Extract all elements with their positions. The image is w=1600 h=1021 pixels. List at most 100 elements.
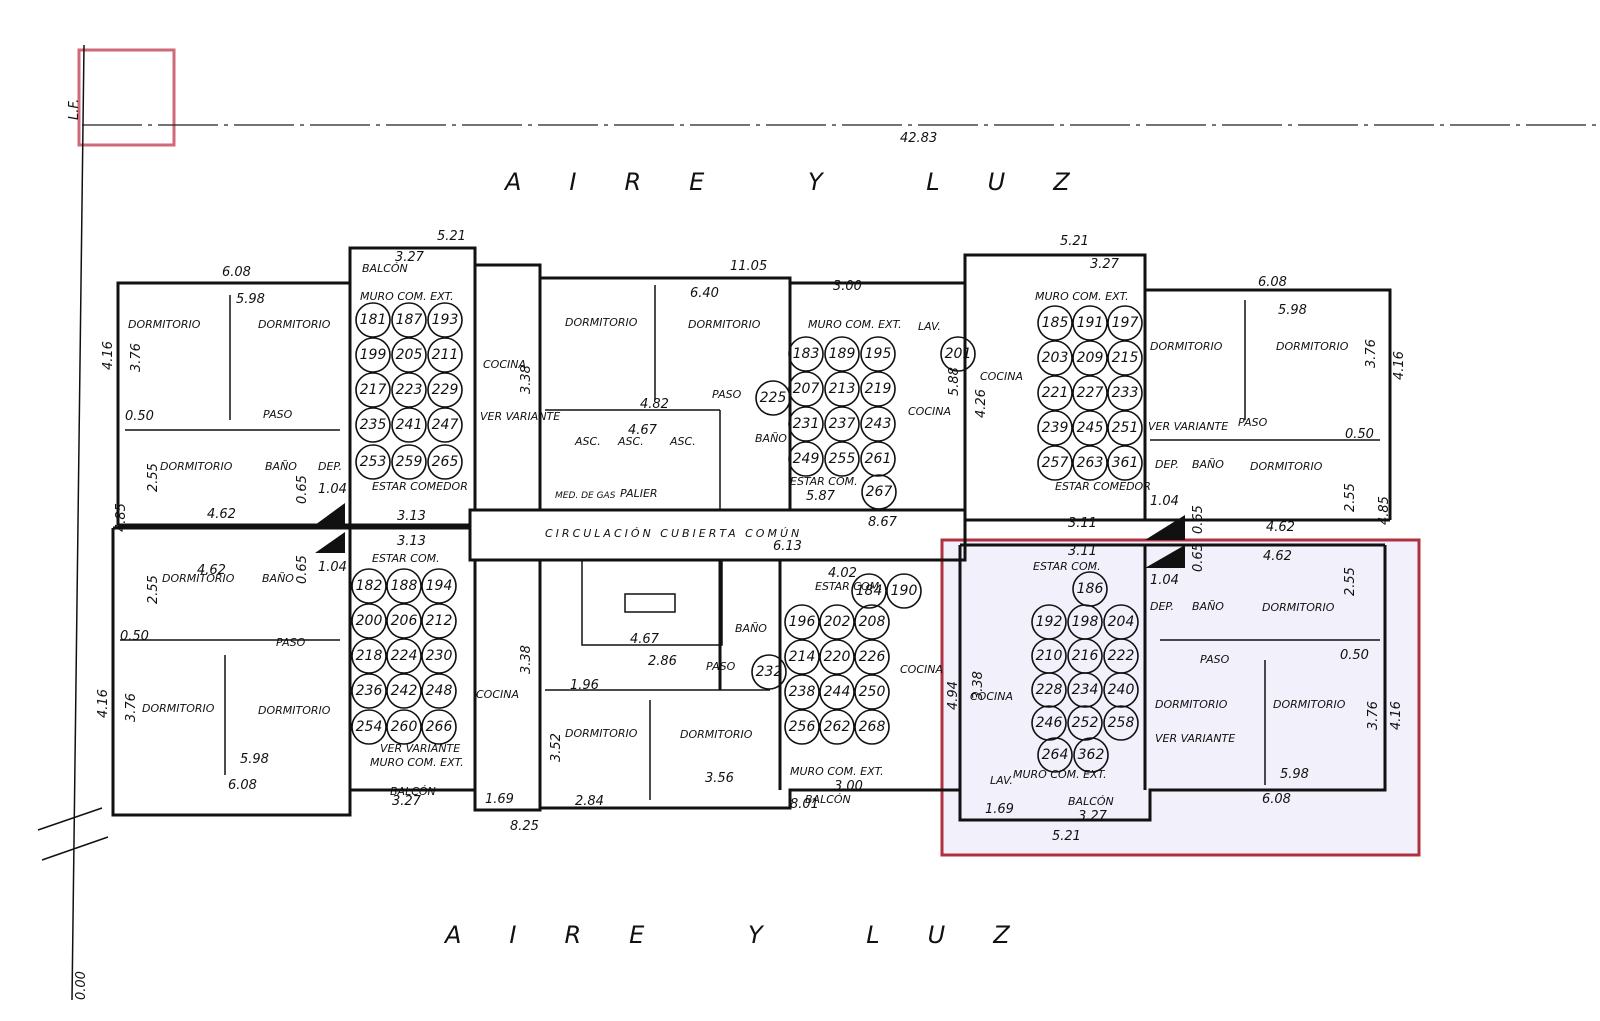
highlighted-unit-region[interactable]: [940, 538, 1421, 857]
unit-number: 235: [360, 417, 387, 433]
unit-circle: [751, 654, 787, 690]
unit-number: 265: [432, 454, 459, 470]
unit-circle: [355, 302, 391, 338]
unit-number: 187: [396, 312, 423, 328]
unit-number: 226: [859, 649, 886, 665]
dimension: 6.40: [690, 286, 719, 301]
room-label: VER VARIANTE: [480, 410, 560, 423]
room-label: COCINA: [476, 688, 519, 701]
unit-number: 236: [356, 683, 383, 699]
room-label: VER VARIANTE: [380, 742, 460, 755]
dimension: 3.56: [705, 771, 734, 786]
room-label: DORMITORIO: [1150, 340, 1223, 353]
room-label: DORMITORIO: [258, 704, 331, 717]
unit-number: 246: [1036, 715, 1063, 731]
room-label: BAÑO: [1192, 600, 1224, 613]
dimension: 3.38: [519, 645, 534, 674]
dimension: 8.01: [790, 797, 819, 812]
unit-circle: [355, 337, 391, 373]
unit-circle: [421, 638, 457, 674]
dimension: 4.62: [197, 563, 226, 578]
room-label: DEP.: [1150, 600, 1174, 613]
unit-circle: [386, 673, 422, 709]
room-label: DORMITORIO: [1276, 340, 1349, 353]
unit-number: 205: [396, 347, 423, 363]
unit-number: 229: [432, 382, 459, 398]
unit-circle: [427, 302, 463, 338]
unit-circle: [784, 709, 820, 745]
unit-number: 188: [391, 578, 418, 594]
dimension: 5.98: [1280, 767, 1309, 782]
dimension: 3.27: [1078, 809, 1108, 824]
room-label: DORMITORIO: [1155, 698, 1228, 711]
unit-circle: [788, 371, 824, 407]
unit-number: 209: [1077, 350, 1104, 366]
dimension: 3.52: [549, 733, 564, 762]
unit-number: 220: [824, 649, 851, 665]
top-aire-y-luz: AIRE Y LUZ: [503, 168, 1118, 196]
unit-number: 201: [945, 346, 972, 362]
unit-number: 216: [1072, 648, 1099, 664]
dimension: 3.13: [397, 509, 426, 524]
shaft-icon: [1145, 545, 1185, 568]
dimension: 6.08: [1258, 275, 1287, 290]
dimension: 8.67: [868, 515, 898, 530]
dimension: 3.11: [1068, 544, 1097, 559]
unit-number: 207: [793, 381, 820, 397]
walls: [111, 246, 1392, 822]
dimension: 2.55: [1343, 567, 1358, 596]
unit-circle: [851, 573, 887, 609]
dimension: 2.86: [648, 654, 677, 669]
unit-number: 195: [865, 346, 892, 362]
unit-number: 200: [356, 613, 383, 629]
unit-circle: [351, 709, 387, 745]
unit-circle: [391, 444, 427, 480]
unit-number: 243: [865, 416, 892, 432]
unit-number: 182: [356, 578, 383, 594]
dimension: 4.26: [974, 389, 989, 418]
unit-circle: [1037, 410, 1073, 446]
dimension: 2.84: [575, 794, 604, 809]
room-label: BAÑO: [1192, 458, 1224, 471]
room-label: PASO: [276, 636, 306, 649]
unit-number: 190: [891, 583, 918, 599]
unit-circle: [1067, 672, 1103, 708]
dimension: 3.00: [833, 279, 862, 294]
unit-number: 260: [391, 719, 418, 735]
unit-circle: [1107, 375, 1143, 411]
lobby-label: PALIER: [620, 487, 658, 500]
elevator-label: ASC.: [669, 435, 696, 448]
unit-circle: [886, 573, 922, 609]
dimension: 4.02: [828, 566, 857, 581]
unit-number: 192: [1036, 614, 1063, 630]
shaft-icon: [315, 532, 345, 553]
dimension: 3.76: [124, 693, 139, 722]
unit-circle: [421, 709, 457, 745]
dimension: 3.38: [519, 365, 534, 394]
room-label: DORMITORIO: [1262, 601, 1335, 614]
dimension: 3.00: [834, 779, 863, 794]
room-label: COCINA: [908, 405, 951, 418]
dimension: 0.50: [120, 629, 149, 644]
shaft-icon: [1145, 515, 1185, 540]
unit-number: 261: [865, 451, 892, 467]
dimension: 8.25: [510, 819, 539, 834]
unit-circle: [1037, 340, 1073, 376]
unit-number: 264: [1042, 747, 1069, 763]
unit-number: 186: [1077, 581, 1104, 597]
dimension: 11.05: [730, 259, 767, 274]
room-label: PASO: [712, 388, 742, 401]
unit-number: 259: [396, 454, 423, 470]
room-label: DORMITORIO: [565, 727, 638, 740]
room-label: BAÑO: [262, 572, 294, 585]
unit-circle: [1107, 340, 1143, 376]
unit-circle: [854, 674, 890, 710]
room-label: COCINA: [900, 663, 943, 676]
dimension: 0.65: [295, 555, 310, 584]
room-label: DEP.: [318, 460, 342, 473]
unit-circle: [1072, 445, 1108, 481]
unit-circle: [427, 407, 463, 443]
highlighted-corner-region[interactable]: [77, 48, 176, 147]
dimension: 6.08: [222, 265, 251, 280]
